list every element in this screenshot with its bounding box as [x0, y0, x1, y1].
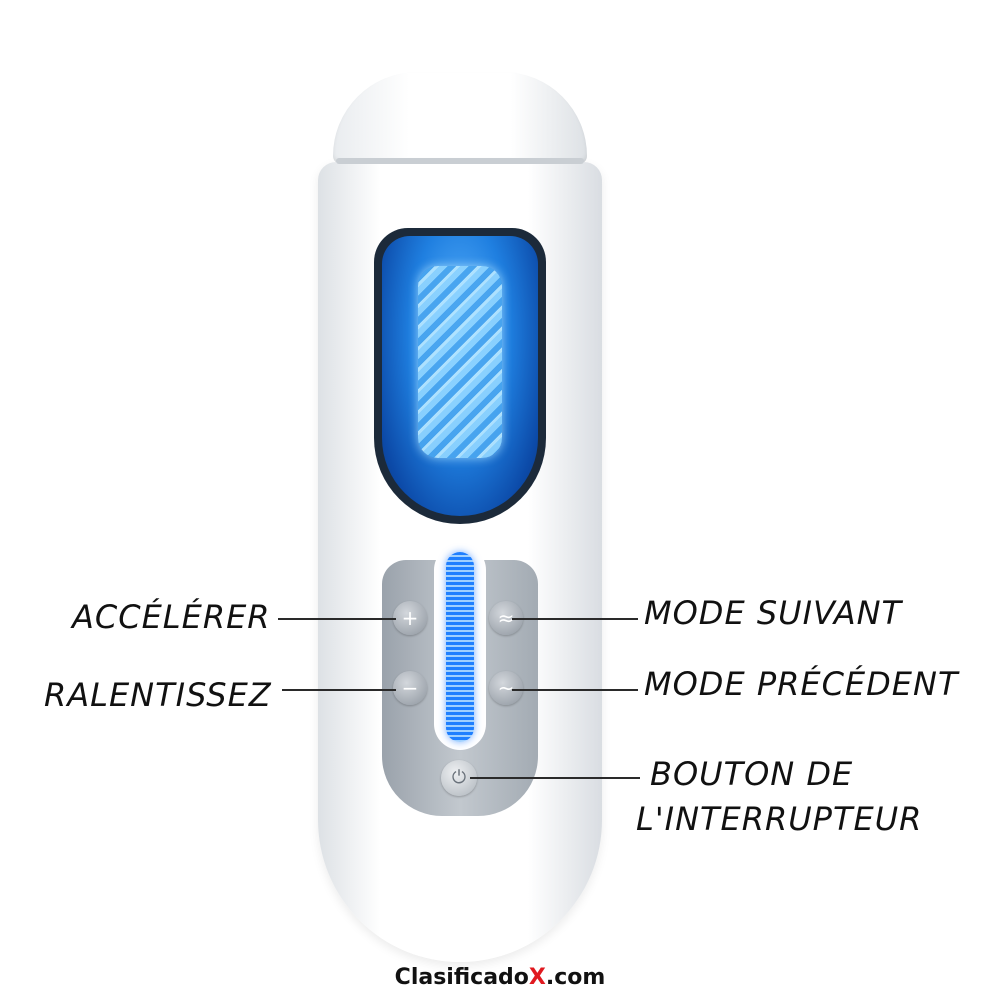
- label-previous-mode: MODE PRÉCÉDENT: [644, 665, 959, 703]
- label-power-line2: L'INTERRUPTEUR: [636, 800, 923, 838]
- wave-icon[interactable]: ~: [489, 671, 523, 705]
- label-power-line1: BOUTON DE: [650, 755, 854, 793]
- window-glass: [382, 236, 538, 516]
- level-indicator-bar: [446, 552, 474, 742]
- accelerate-leader-line: [278, 618, 396, 620]
- label-accelerate: ACCÉLÉRER: [72, 598, 271, 636]
- watermark: ClasificadoX.com: [0, 965, 1000, 990]
- slow-down-leader-line: [282, 689, 396, 691]
- label-next-mode: MODE SUIVANT: [644, 594, 903, 632]
- inner-sleeve: [418, 266, 502, 458]
- minus-icon[interactable]: −: [393, 671, 427, 705]
- viewing-window: [374, 228, 546, 524]
- plus-icon[interactable]: +: [393, 601, 427, 635]
- watermark-x: X: [528, 965, 546, 990]
- device-cap: [333, 72, 587, 164]
- next-mode-leader-line: [512, 618, 638, 620]
- watermark-prefix: Clasificado: [394, 965, 529, 990]
- power-leader-line: [470, 777, 640, 779]
- label-slow-down: RALENTISSEZ: [44, 676, 272, 714]
- previous-mode-leader-line: [512, 689, 638, 691]
- device-seam: [336, 158, 584, 164]
- watermark-suffix: .com: [545, 965, 606, 990]
